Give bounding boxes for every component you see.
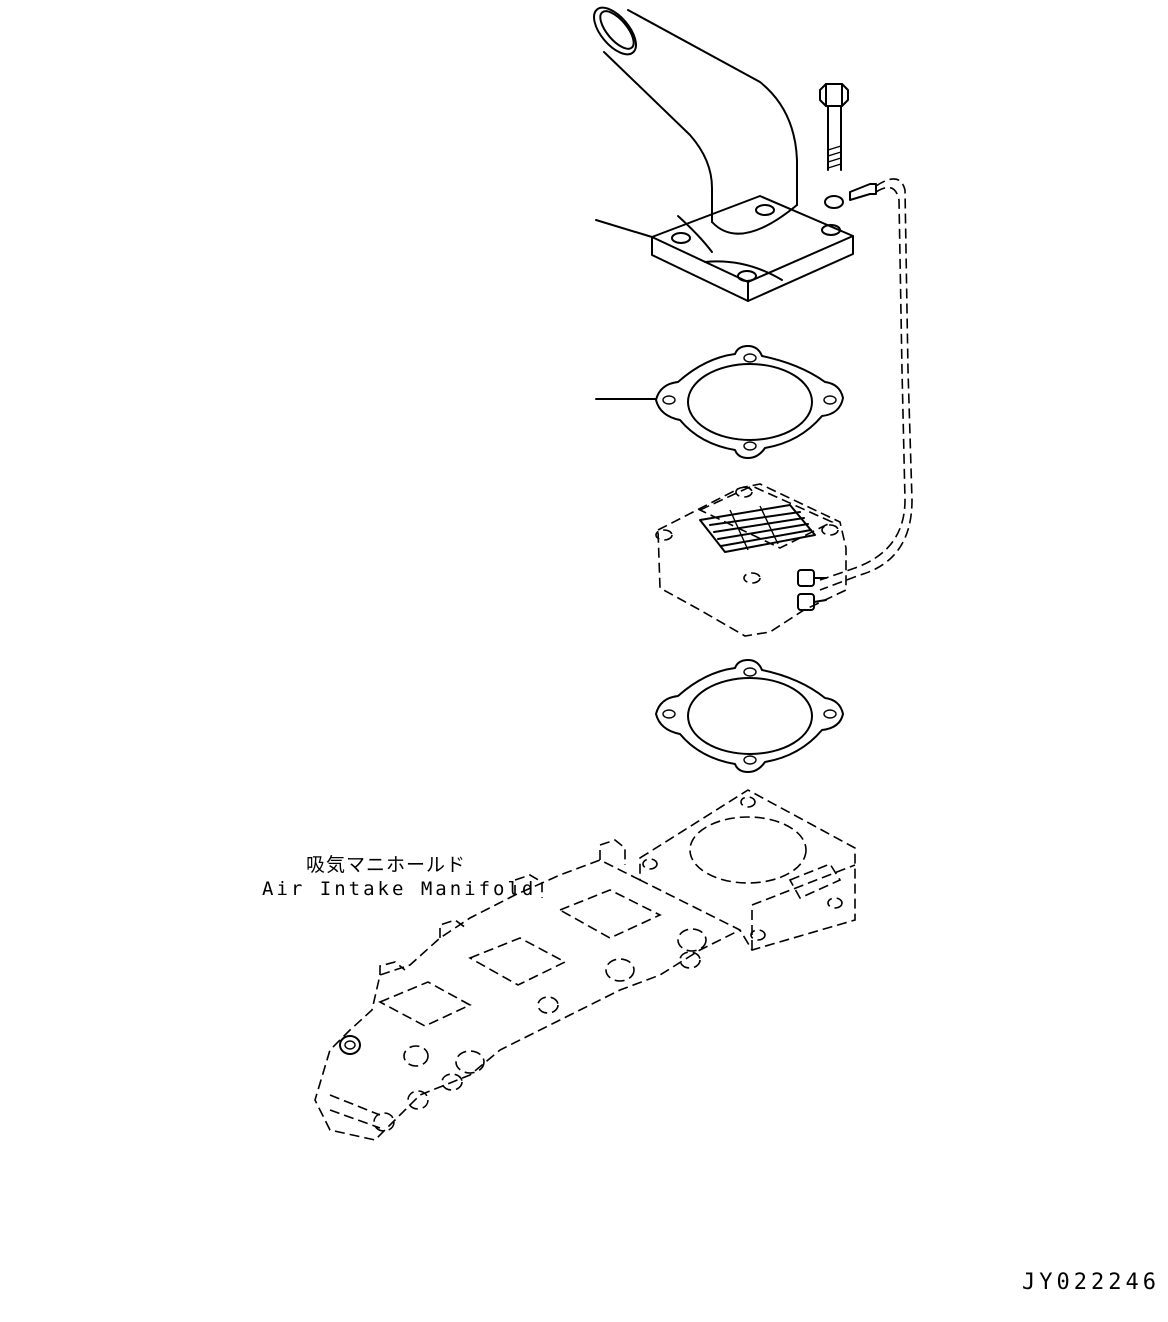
pipe-flange-side — [651, 235, 854, 302]
leader-lines — [595, 219, 656, 400]
upper-gasket — [655, 345, 844, 459]
flange-bolt-hole — [737, 270, 757, 282]
gasket-bolt-hole — [823, 709, 837, 719]
gasket-bolt-hole — [823, 395, 837, 405]
intake-heater-housing — [655, 483, 847, 637]
heater-terminal — [797, 569, 827, 611]
drawing-number: JY022246 — [1022, 1270, 1160, 1295]
gasket-bolt-hole — [662, 709, 676, 719]
flange-bolt — [819, 83, 849, 209]
manifold-label-japanese: 吸気マニホールド — [306, 854, 467, 876]
flange-bolt-hole — [821, 224, 841, 236]
leader-line-pipe-flange — [595, 219, 653, 238]
air-intake-manifold — [314, 789, 856, 1141]
gasket-bolt-hole — [743, 441, 757, 451]
lower-gasket — [655, 659, 844, 773]
washer — [824, 195, 844, 209]
gasket-bolt-hole — [743, 667, 757, 677]
manifold-label-english: Air Intake Manifold — [262, 878, 537, 900]
sensor-harness — [819, 178, 913, 591]
elbow-pipe — [593, 6, 854, 302]
flange-bolt-hole — [671, 232, 691, 244]
gasket-bolt-hole — [743, 353, 757, 363]
gasket-bolt-hole — [662, 395, 676, 405]
gasket-bolt-hole — [743, 755, 757, 765]
heater-grid — [699, 504, 816, 553]
flange-bolt-hole — [755, 204, 775, 216]
